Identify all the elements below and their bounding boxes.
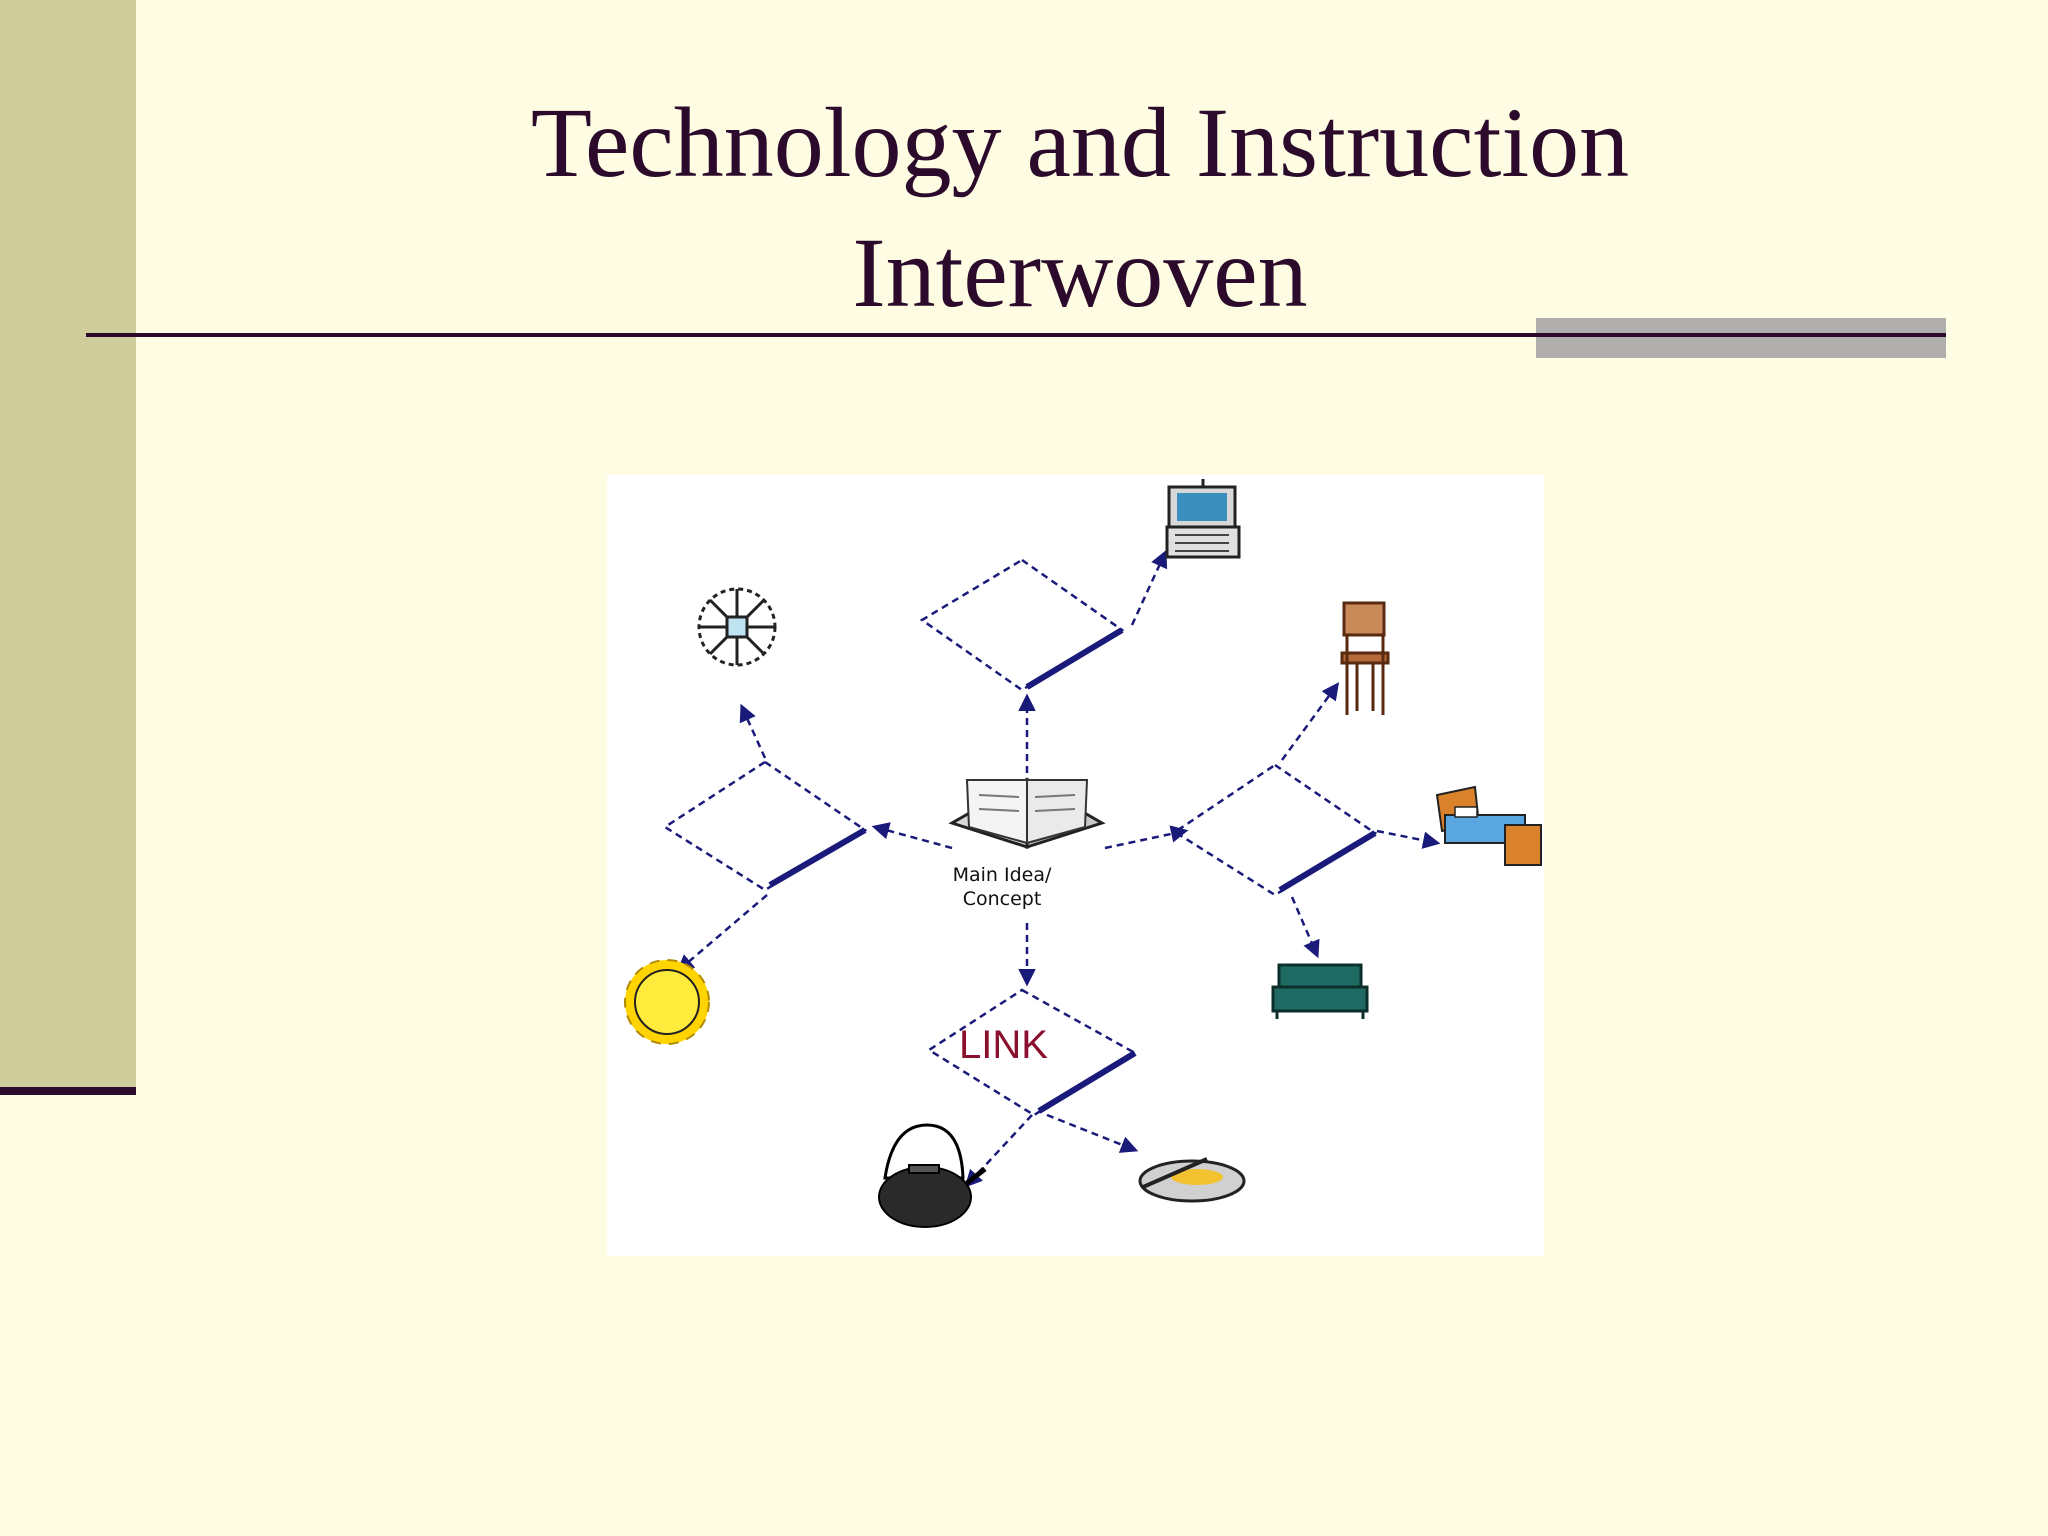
center-label-line-1: Main Idea/ <box>952 864 1052 886</box>
link-diamond-right <box>1172 763 1378 897</box>
slide-title: Technology and Instruction Interwoven <box>300 78 1860 338</box>
concept-map-graphic <box>624 479 1542 1228</box>
teapot-icon <box>878 1123 987 1228</box>
center-label-line-2: Concept <box>962 888 1042 910</box>
sun-icon <box>624 959 710 1045</box>
bed-icon <box>1435 785 1542 866</box>
title-underline-accent <box>1536 318 1946 358</box>
snowflake-icon <box>697 587 777 667</box>
title-line-1: Technology and Instruction <box>530 87 1630 198</box>
computer-icon <box>1165 479 1241 559</box>
link-diamond-left <box>662 760 868 892</box>
title-line-2: Interwoven <box>852 217 1308 328</box>
link-diamond-bottom <box>926 988 1138 1117</box>
sofa-icon <box>1271 963 1369 1019</box>
center-concept-label: Main Idea/ Concept <box>947 863 1057 911</box>
open-book-icon <box>948 777 1106 850</box>
frying-pan-icon <box>1138 1157 1246 1203</box>
left-sidebar-bar <box>0 0 136 1092</box>
chair-icon <box>1340 601 1390 715</box>
title-underline <box>86 333 1946 337</box>
link-label: LINK <box>959 1023 1048 1067</box>
link-diamond-top <box>919 558 1125 692</box>
left-sidebar-edge <box>0 1087 136 1095</box>
concept-map-diagram: Main Idea/ Concept LINK <box>607 475 1544 1256</box>
